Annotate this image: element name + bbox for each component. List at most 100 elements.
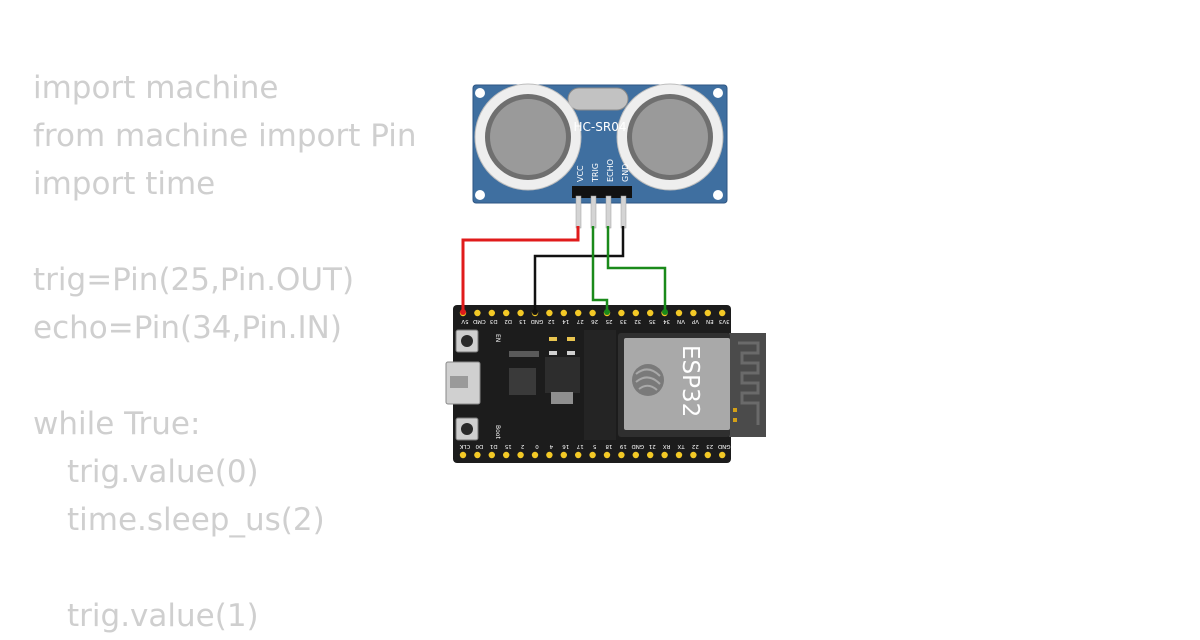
status-led-icon [549,337,557,341]
pin-label: EN [706,318,714,324]
wire-echo-to-gpio34[interactable] [606,226,667,312]
header-pin[interactable] [719,451,726,459]
header-pin[interactable] [517,309,524,317]
code-line: time.sleep_us(2) [67,502,325,538]
pin-label: 13 [519,318,526,324]
en-label: EN [494,334,501,342]
wire-trig-to-gpio25[interactable] [591,226,609,312]
pin-label: D3 [489,318,497,324]
header-pin[interactable] [503,451,510,459]
pin-label: D1 [490,443,498,449]
header-pin[interactable] [474,451,481,459]
espressif-logo-icon [632,364,664,396]
mount-hole-icon [713,88,723,98]
left-transducer-icon [474,83,582,191]
mount-hole-icon [475,88,485,98]
header-pin[interactable] [647,451,654,459]
pin-label: 21 [649,443,656,449]
pin-label: 3V3 [718,318,729,324]
pin-label: 16 [562,443,569,449]
header-pin[interactable] [704,309,711,317]
header-pin[interactable] [675,309,683,317]
wire-end-dot [460,309,466,315]
pin-label: 27 [576,318,583,324]
header-pin[interactable] [546,451,553,459]
smd-component [567,351,575,355]
pin-label: 19 [619,443,626,449]
pin-label: 0 [535,443,539,449]
pin-label: TX [677,443,685,449]
right-transducer-icon [616,83,724,191]
header-pin[interactable] [560,309,567,317]
pin-label: 34 [663,318,670,324]
pin-label: 25 [605,318,612,324]
pin-label: 15 [504,443,511,449]
header-pin[interactable] [503,309,510,317]
header-pin[interactable] [488,309,495,317]
pin-label: 32 [634,318,641,324]
header-pin[interactable] [531,451,539,459]
pin-label: 35 [648,318,655,324]
sensor-pin-label-echo: ECHO [606,159,615,182]
header-pin[interactable] [632,309,639,317]
hc-sr04-sensor[interactable]: HC-SR04 VCC TRIG ECHO GND [472,83,728,204]
pin-label: 33 [619,318,626,324]
header-pin[interactable] [575,451,582,459]
code-line: from machine import Pin [33,118,417,154]
sensor-pin-label-vcc: VCC [576,165,585,182]
pcb-trace-area [584,330,616,440]
header-pin[interactable] [675,451,683,459]
header-pin[interactable] [632,451,639,459]
header-pin[interactable] [517,451,524,459]
pin-label: CMD [473,318,486,324]
wire-gnd-to-gnd[interactable] [533,226,625,312]
pin-label: GND [718,443,731,449]
pin-label: D2 [504,318,512,324]
header-pin[interactable] [575,309,582,317]
pin-label: VN [677,318,685,324]
header-pin[interactable] [546,309,553,317]
smd-component [509,351,539,357]
header-pin[interactable] [690,309,697,317]
mount-hole-icon [713,190,723,200]
header-pin[interactable] [661,451,668,459]
pin-label: 22 [692,443,699,449]
header-pin[interactable] [603,451,611,459]
crystal-oscillator-icon [567,87,629,111]
header-pin[interactable] [589,309,596,317]
pin-label: 4 [549,443,553,449]
antenna-pad [733,408,737,412]
header-pin[interactable] [488,451,495,459]
module-name-label: ESP32 [677,345,703,417]
header-pin[interactable] [618,309,625,317]
sensor-pin-label-trig: TRIG [591,163,600,183]
header-pin[interactable] [474,309,481,317]
header-pin[interactable] [618,451,625,459]
header-pin[interactable] [647,309,654,317]
antenna-pad [733,418,737,422]
header-pin[interactable] [719,309,726,317]
wire-end-dot [604,309,610,315]
header-pin[interactable] [704,451,711,459]
wire-end-dot [532,309,538,315]
code-line: while True: [33,406,201,442]
pin-label: 26 [591,318,598,324]
header-pin[interactable] [589,451,596,459]
esp32-board[interactable]: ESP32 EN Boot [445,305,766,463]
code-line: trig.value(0) [67,454,259,490]
pin-label: D0 [475,443,483,449]
header-pin[interactable] [459,451,467,459]
usb-uart-chip [509,368,536,395]
header-pin[interactable] [560,451,567,459]
wire-vcc-to-5v[interactable] [461,226,580,312]
header-pin[interactable] [690,451,697,459]
wire-end-dot [662,309,668,315]
regulator-tab [551,392,573,404]
pin-label: GND [631,443,644,449]
pin-header [572,186,632,198]
pin-label: 23 [706,443,713,449]
pin-label: VP [691,318,699,324]
pin-label: 2 [521,443,525,449]
